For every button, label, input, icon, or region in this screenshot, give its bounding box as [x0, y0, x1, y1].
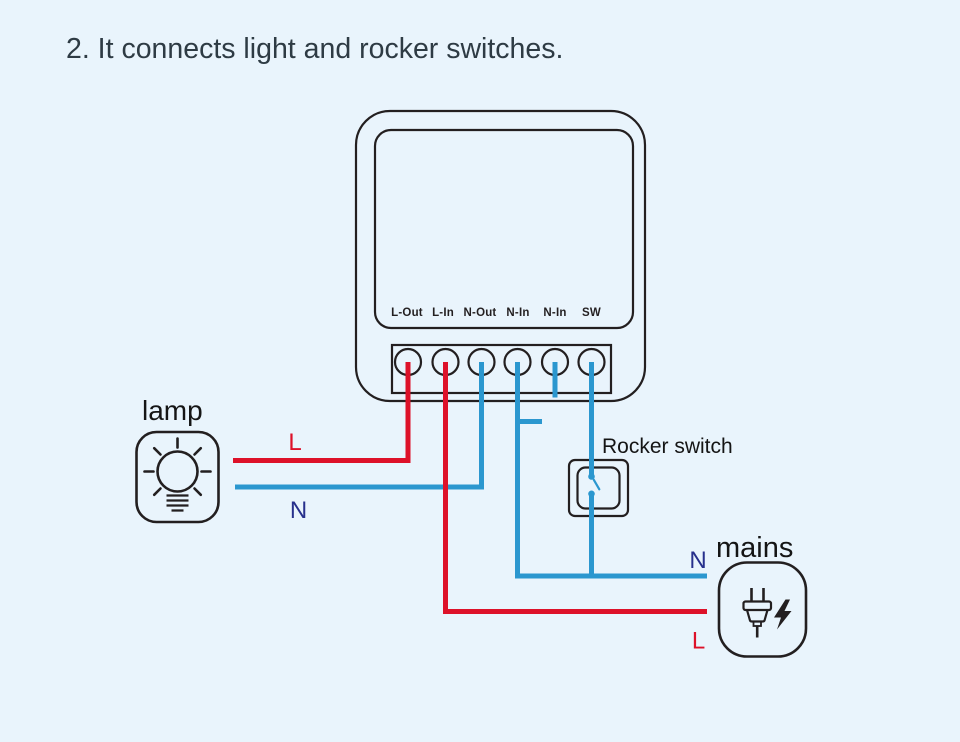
device-inner-panel — [373, 128, 635, 330]
wire-live-in-to-mains — [443, 362, 707, 614]
lamp-icon-frame — [135, 430, 220, 524]
rocker-switch-group: Rocker switch — [567, 435, 733, 518]
switch-contacts — [588, 473, 601, 498]
terminal-label-l-in: L-In — [432, 307, 454, 319]
terminal-label-l-out: L-Out — [391, 307, 423, 319]
light-bulb-icon — [143, 437, 212, 512]
wires — [233, 362, 707, 614]
switch-contact-bottom — [588, 490, 595, 498]
terminal-label-n-in-1: N-In — [506, 307, 529, 319]
plug-icon — [742, 588, 773, 638]
lamp-label: lamp — [142, 395, 203, 426]
terminal-label-n-out: N-Out — [464, 307, 497, 319]
wire-labels: L N N L — [288, 429, 706, 655]
wire-neutral-out-to-lamp — [235, 362, 484, 490]
lamp-live-label: L — [288, 429, 301, 456]
rocker-switch-icon — [567, 458, 630, 518]
mains-group: mains — [716, 532, 808, 658]
lightning-bolt-icon — [774, 599, 792, 630]
rocker-switch-label: Rocker switch — [602, 435, 733, 458]
lamp-neutral-label: N — [290, 497, 307, 524]
smart-switch-device: L-Out L-In N-Out N-In N-In SW — [354, 109, 647, 403]
mains-live-label: L — [692, 628, 705, 655]
wire-neutral-in-to-mains — [515, 362, 707, 579]
terminal-label-sw: SW — [582, 307, 601, 319]
mains-label: mains — [716, 532, 793, 564]
mains-icon-frame — [717, 561, 808, 658]
terminal-label-n-in-2: N-In — [543, 307, 566, 319]
switch-lever — [592, 478, 601, 491]
mains-neutral-label: N — [689, 547, 706, 574]
wire-live-out-to-lamp — [233, 362, 411, 463]
lamp-group: lamp — [135, 395, 220, 524]
device-outer-case — [354, 109, 647, 403]
switch-contact-top — [588, 473, 595, 480]
page-title: 2. It connects light and rocker switches… — [66, 33, 563, 65]
terminal-strip — [390, 343, 613, 395]
